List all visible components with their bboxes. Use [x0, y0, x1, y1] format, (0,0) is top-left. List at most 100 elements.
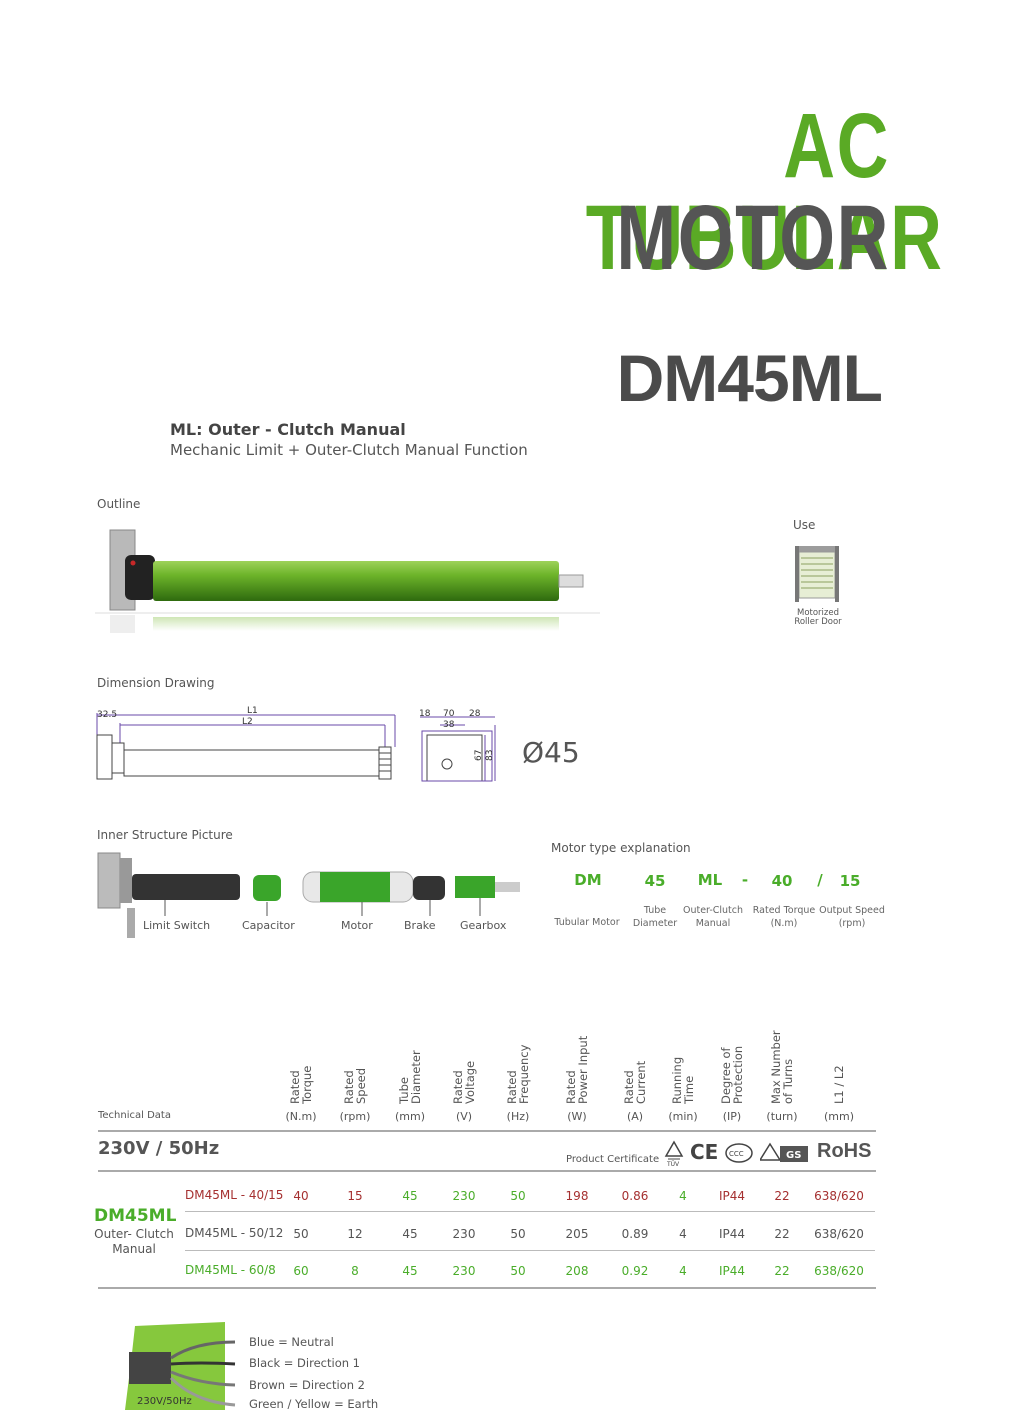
dim-67: 67 — [474, 750, 484, 761]
cell-1-4: 50 — [510, 1227, 526, 1241]
column-header-9: Max Number of Turns — [769, 1030, 795, 1104]
column-header-1: Rated Speed — [342, 1067, 368, 1104]
part-brake: Brake — [404, 919, 436, 932]
desc-outer-clutch: Outer-Clutch Manual — [678, 904, 748, 930]
title-line-1: AC TUBULAR — [585, 95, 944, 289]
dim-83: 83 — [485, 750, 495, 761]
column-header-7: Running Time — [670, 1056, 696, 1104]
dim-28: 28 — [469, 709, 481, 719]
code-15: 15 — [839, 872, 861, 890]
column-header-6: Rated Current — [622, 1060, 648, 1104]
column-unit-3: (V) — [455, 1110, 473, 1123]
wiring-diagram — [125, 1322, 236, 1410]
cell-0-9: 22 — [774, 1189, 790, 1203]
technical-data-label: Technical Data — [98, 1110, 171, 1121]
inner-structure-label: Inner Structure Picture — [97, 828, 233, 842]
cell-2-0: 60 — [293, 1264, 309, 1278]
cell-0-3: 230 — [452, 1189, 476, 1203]
certificate-label: Product Certificate — [566, 1154, 660, 1165]
desc-outer-clutch-line1: Outer-Clutch — [682, 905, 744, 916]
desc-rated-torque-line2: (N.m) — [770, 918, 798, 929]
column-unit-1: (rpm) — [339, 1110, 371, 1123]
motor-outline-image — [95, 529, 600, 633]
tuv-icon: TÜV — [664, 1140, 684, 1168]
product-subtitle: ML: Outer - Clutch Manual — [170, 420, 406, 439]
cell-1-7: 4 — [679, 1227, 687, 1241]
use-caption: Motorized Roller Door — [780, 609, 856, 627]
gs-icon: GS — [760, 1142, 808, 1162]
wire-blue: Blue = Neutral — [249, 1335, 334, 1349]
table-header-rule — [98, 1170, 876, 1172]
cell-1-6: 0.89 — [621, 1227, 649, 1241]
cell-2-3: 230 — [452, 1264, 476, 1278]
use-caption-line1: Motorized — [796, 608, 839, 618]
title-line-2: MOTOR — [616, 187, 890, 289]
dim-38: 38 — [443, 720, 455, 730]
product-description: Mechanic Limit + Outer-Clutch Manual Fun… — [170, 441, 528, 459]
dimension-drawing: 32.5 L1 L2 18 70 28 38 67 83 — [96, 706, 496, 782]
group-desc-line2: Manual — [112, 1242, 156, 1256]
desc-outer-clutch-line2: Manual — [695, 918, 731, 929]
column-header-3: Rated Voltage — [451, 1060, 477, 1104]
code-ml: ML — [697, 871, 723, 889]
cell-1-8: IP44 — [718, 1227, 746, 1241]
desc-output-speed-line2: (rpm) — [838, 918, 866, 929]
desc-output-speed: Output Speed (rpm) — [818, 904, 886, 930]
part-capacitor: Capacitor — [242, 919, 295, 932]
code-45: 45 — [644, 872, 666, 890]
desc-tube-diameter: Tube Diameter — [626, 904, 684, 930]
dim-l2: L2 — [242, 717, 253, 727]
dim-70: 70 — [443, 709, 455, 719]
tuv-text: TÜV — [666, 1161, 680, 1168]
group-model: DM45ML — [94, 1206, 177, 1226]
cell-1-9: 22 — [774, 1227, 790, 1241]
ccc-icon: CCC — [725, 1143, 753, 1163]
code-40: 40 — [771, 872, 793, 890]
column-header-5: Rated Power Input — [564, 1035, 590, 1104]
column-unit-6: (A) — [626, 1110, 644, 1123]
row-model-0: DM45ML - 40/15 — [185, 1188, 284, 1202]
cell-2-4: 50 — [510, 1264, 526, 1278]
desc-rated-torque-line1: Rated Torque — [752, 905, 816, 916]
cell-0-10: 638/620 — [814, 1189, 864, 1203]
desc-output-speed-line1: Output Speed — [819, 905, 885, 916]
wire-green-yellow: Green / Yellow = Earth — [249, 1397, 379, 1411]
dim-18: 18 — [419, 709, 431, 719]
row-model-1: DM45ML - 50/12 — [185, 1226, 284, 1240]
group-description: Outer- Clutch Manual — [88, 1227, 180, 1257]
part-limit-switch: Limit Switch — [143, 919, 211, 932]
table-bottom-rule — [98, 1287, 876, 1289]
column-unit-0: (N.m) — [285, 1110, 317, 1123]
desc-tubular-motor: Tubular Motor — [548, 916, 626, 929]
wire-brown: Brown = Direction 2 — [249, 1378, 365, 1392]
cell-1-3: 230 — [452, 1227, 476, 1241]
rohs-icon: RoHS — [817, 1140, 872, 1162]
cell-1-2: 45 — [402, 1227, 418, 1241]
roller-door-icon — [795, 546, 839, 602]
tube-diameter-symbol: Ø45 — [522, 736, 580, 769]
column-unit-9: (turn) — [766, 1110, 798, 1123]
row-divider-1 — [185, 1211, 875, 1212]
row-divider-2 — [185, 1250, 875, 1251]
cell-2-7: 4 — [679, 1264, 687, 1278]
row-model-2: DM45ML - 60/8 — [185, 1263, 276, 1277]
cell-2-8: IP44 — [718, 1264, 746, 1278]
desc-tubular-motor-line1: Tubular Motor — [554, 917, 620, 928]
ce-mark-icon: CE — [690, 1140, 719, 1164]
voltage-title: 230V / 50Hz — [98, 1138, 220, 1159]
cell-0-1: 15 — [347, 1189, 363, 1203]
cell-1-1: 12 — [347, 1227, 363, 1241]
column-unit-5: (W) — [567, 1110, 587, 1123]
column-header-0: Rated Torque — [288, 1065, 314, 1104]
gs-text: GS — [786, 1150, 801, 1161]
model-number: DM45ML — [616, 341, 883, 415]
wiring-voltage: 230V/50Hz — [137, 1396, 192, 1407]
desc-tube-diameter-line1: Tube — [643, 905, 667, 916]
column-header-8: Degree of Protection — [719, 1045, 745, 1104]
cell-0-8: IP44 — [718, 1189, 746, 1203]
cell-2-5: 208 — [565, 1264, 589, 1278]
group-desc-line1: Outer- Clutch — [94, 1227, 174, 1241]
column-unit-8: (IP) — [722, 1110, 742, 1123]
inner-structure-image — [97, 852, 520, 938]
